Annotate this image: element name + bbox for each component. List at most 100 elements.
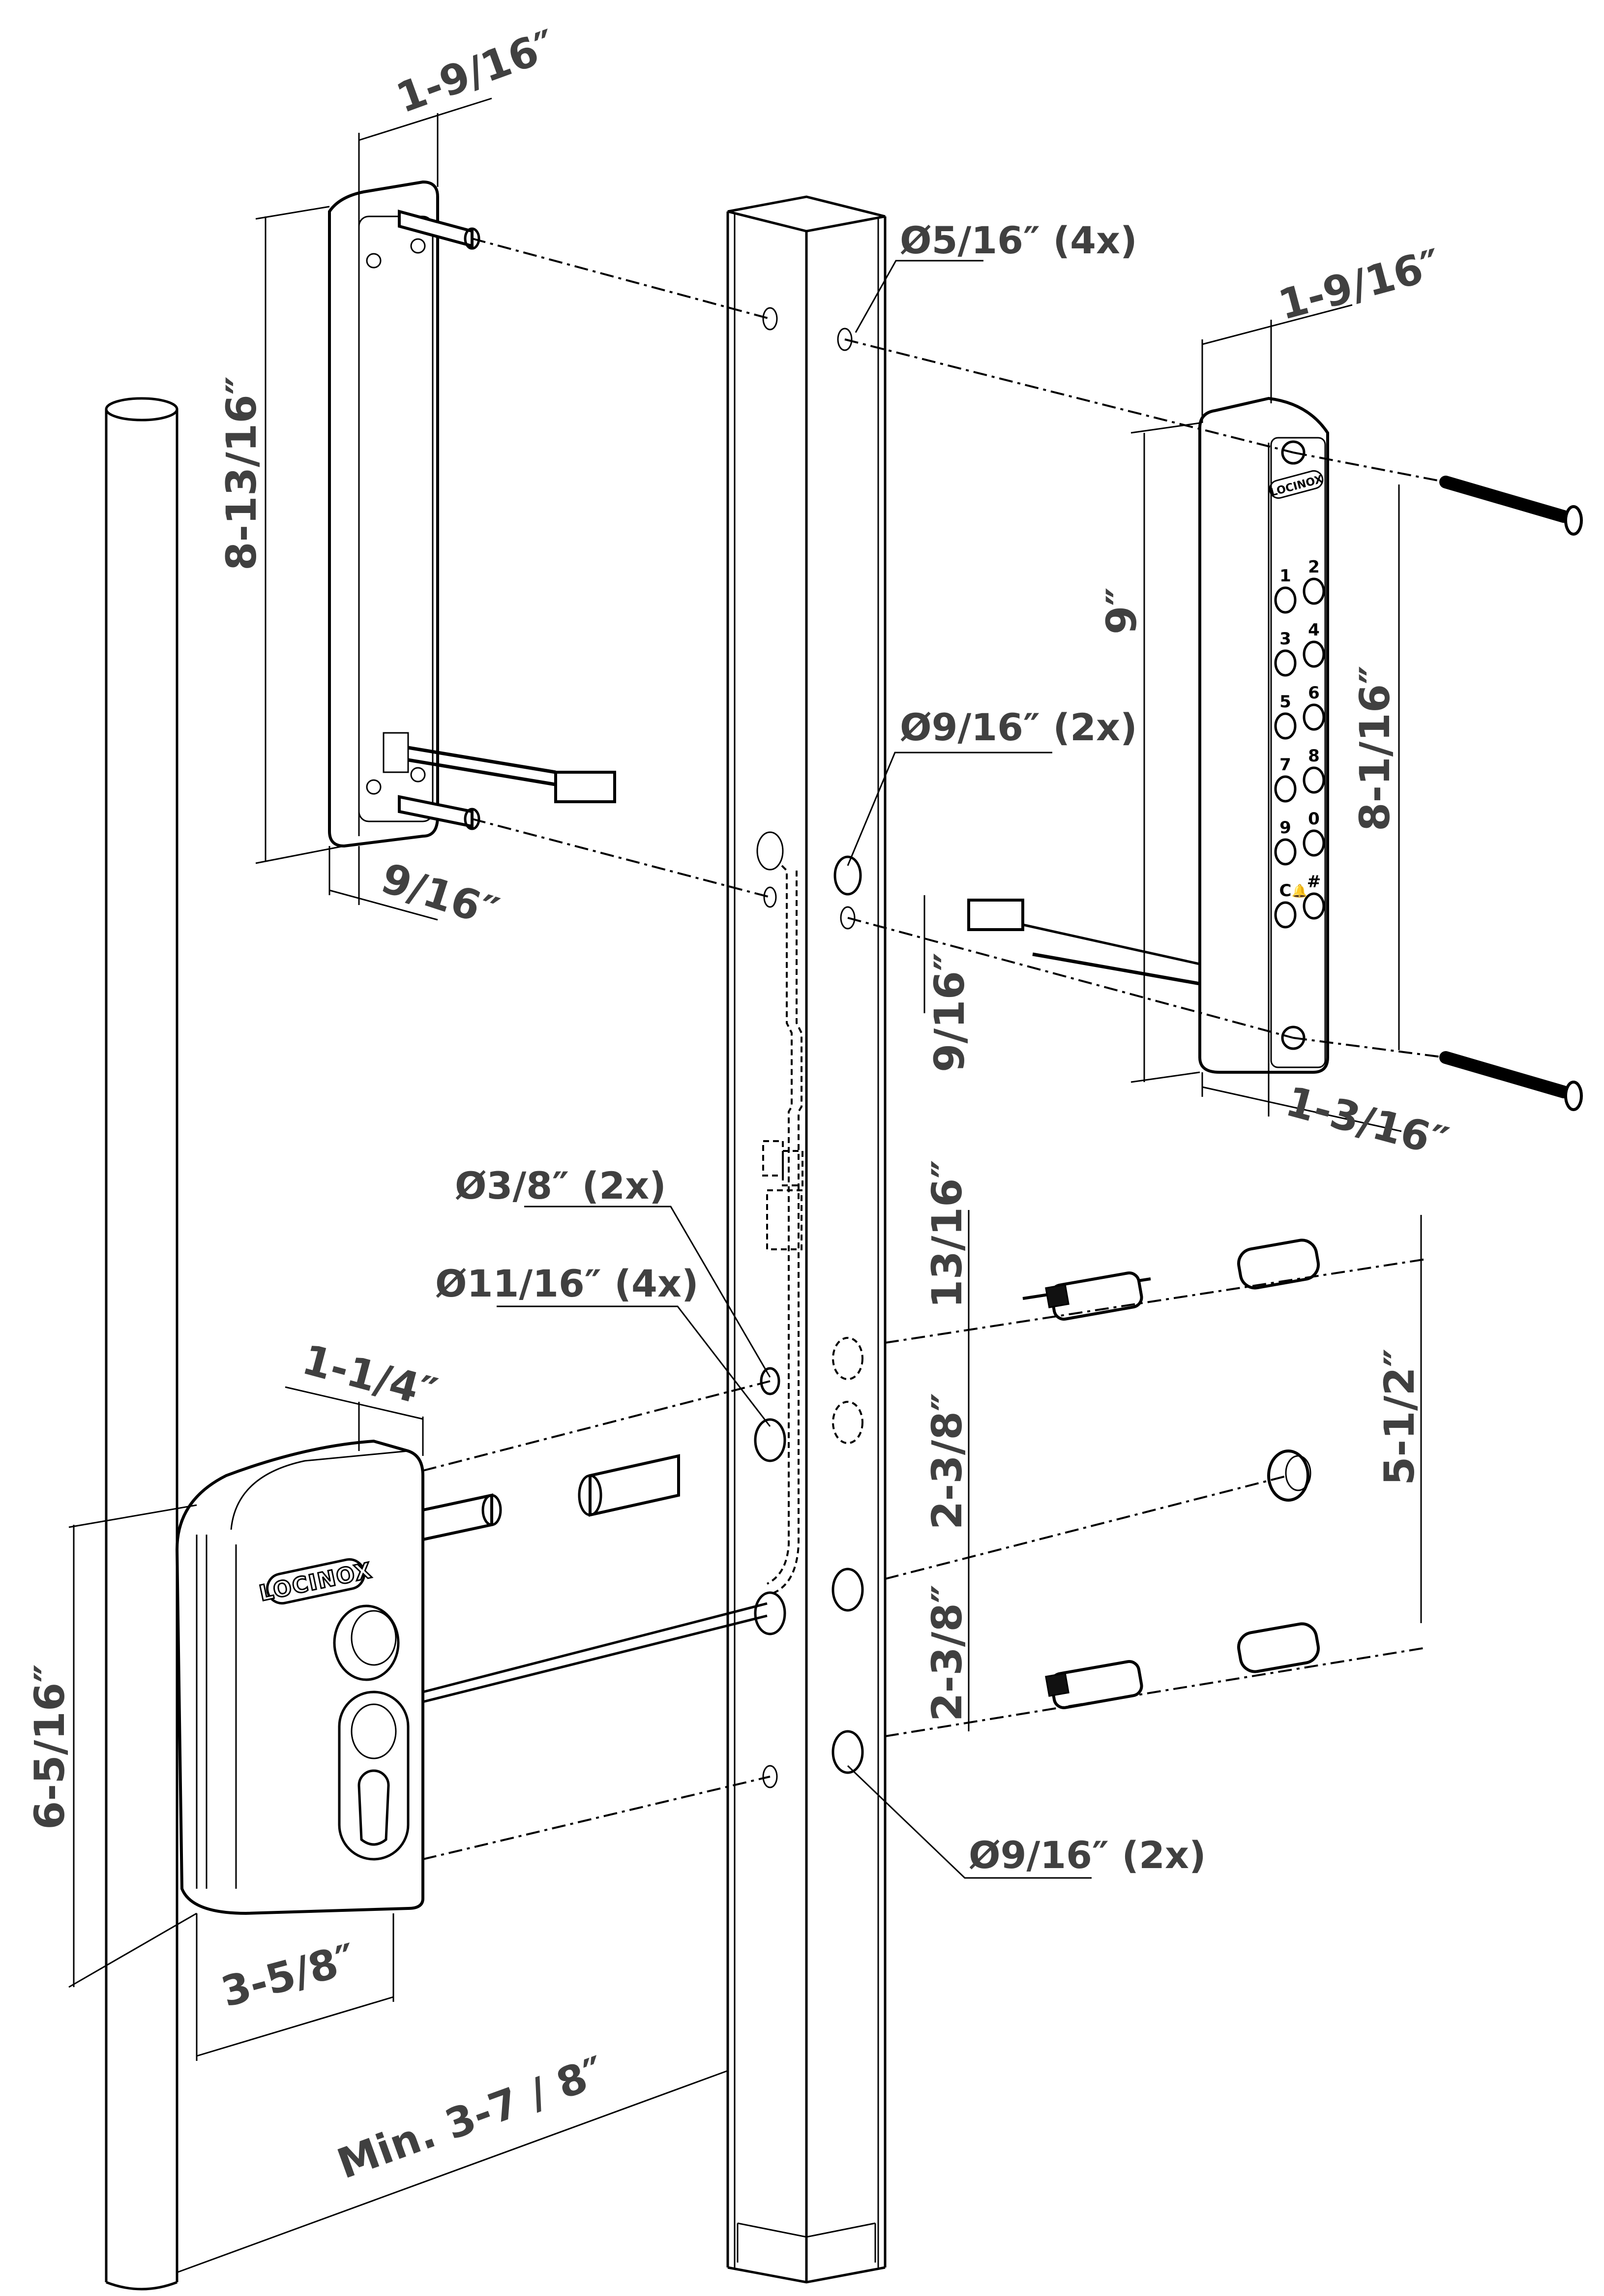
keypad-key-label: # <box>1307 872 1321 892</box>
dim-keypad-width: 1-3/16″ <box>1281 1077 1454 1167</box>
keypad-key-label: 7 <box>1279 755 1291 775</box>
keypad-key-button <box>1303 640 1325 668</box>
keypad-key-2: 2 <box>1303 557 1325 605</box>
callout-hole-9-16-top: Ø9/16″ (2x) <box>900 705 1137 749</box>
keypad-key-label: 8 <box>1308 746 1320 766</box>
keypad-key-label: 1 <box>1279 566 1291 586</box>
screw-hole-icon <box>1281 1026 1306 1050</box>
mounting-hardware <box>578 1239 1320 1709</box>
hole <box>832 1337 863 1380</box>
keypad-key-button <box>1303 892 1325 920</box>
dim-plate-depth: 1-9/16″ <box>390 20 562 122</box>
center-lines <box>422 238 1446 1860</box>
keypad-key-button <box>1274 649 1297 677</box>
bell-icon: 🔔 <box>1292 884 1307 899</box>
screw-icon <box>366 253 382 269</box>
hole <box>762 307 778 331</box>
hole <box>832 1401 863 1444</box>
hole <box>754 1591 786 1635</box>
keypad-key-8: 8 <box>1303 746 1325 794</box>
keypad-key-4: 4 <box>1303 620 1325 668</box>
dim-lock-depth: 1-1/4″ <box>297 1335 442 1418</box>
hole <box>837 328 853 351</box>
keypad-key-c: C <box>1274 881 1297 929</box>
keypad-key-button <box>1274 775 1297 803</box>
hole <box>754 1418 786 1462</box>
hole <box>833 855 862 896</box>
keypad-key-3: 3 <box>1274 629 1297 677</box>
hole <box>763 886 777 908</box>
screw-hole-icon <box>1281 440 1306 465</box>
lock-body: LOCINOX <box>175 1439 768 1915</box>
screw-icon <box>410 238 426 254</box>
dim-keypad-hole-spacing: 8-1/16″ <box>1351 665 1399 831</box>
dim-lock-height: 6-5/16″ <box>26 1664 74 1830</box>
dim-cable-hole-offset: 9/16″ <box>925 952 974 1072</box>
keypad-key-label: 4 <box>1308 620 1320 640</box>
dim-spacing-2: 2-3/8″ <box>923 1585 971 1722</box>
dim-plate-offset: 9/16″ <box>376 854 505 937</box>
keypad-key-button <box>1274 901 1297 929</box>
keypad-bolts <box>1439 476 1583 1111</box>
keypad-key-button <box>1274 712 1297 740</box>
dim-top-offset: 13/16″ <box>923 1160 971 1308</box>
cylinder-housing <box>338 1691 410 1861</box>
keypad-key-button <box>1303 766 1325 794</box>
threaded-end-icon <box>1045 1672 1069 1697</box>
handle-socket-icon <box>333 1604 400 1681</box>
callout-labels: Ø5/16″ (4x) Ø9/16″ (2x) Ø3/8″ (2x) Ø11/1… <box>435 218 1206 1877</box>
callout-leaders <box>497 260 1092 1879</box>
keypad-key-5: 5 <box>1274 692 1297 740</box>
dim-keypad-height: 9″ <box>1098 587 1146 634</box>
callout-hole-9-16-bottom: Ø9/16″ (2x) <box>969 1833 1206 1877</box>
sleeve-icon <box>1237 1622 1320 1673</box>
keypad-key-1: 1 <box>1274 566 1297 614</box>
keypad-key-0: 0 <box>1303 809 1325 857</box>
hole <box>760 1367 780 1395</box>
dim-total-spacing: 5-1/2″ <box>1375 1349 1424 1485</box>
hole <box>840 906 856 930</box>
threaded-end-icon <box>1045 1284 1069 1308</box>
gate-profile <box>726 195 887 2284</box>
keypad-key-label: 3 <box>1279 629 1291 649</box>
keypad-key-label: 6 <box>1308 683 1320 703</box>
callout-hole-11-16: Ø11/16″ (4x) <box>435 1262 699 1305</box>
keypad-key-label: C <box>1279 881 1292 901</box>
hole <box>832 1730 864 1774</box>
hole <box>756 831 784 871</box>
screw-icon <box>410 767 426 783</box>
keypad-key-button <box>1303 577 1325 605</box>
keypad-key-label: 2 <box>1308 557 1320 577</box>
keypad-key-hash: # <box>1303 872 1325 920</box>
callout-hole-5-16: Ø5/16″ (4x) <box>900 218 1137 262</box>
hole <box>762 1765 778 1788</box>
dimension-lines <box>68 97 1422 2273</box>
round-post <box>105 397 178 2291</box>
rear-mounting-plate <box>328 180 616 848</box>
connector-icon <box>554 771 616 803</box>
keypad-key-label: 9 <box>1279 818 1291 838</box>
keypad-key-7: 7 <box>1274 755 1297 803</box>
dim-min-distance: Min. 3-7 / 8″ <box>331 2047 611 2188</box>
dim-keypad-depth: 1-9/16″ <box>1274 240 1446 329</box>
hole <box>832 1568 864 1612</box>
keypad-key-label: 0 <box>1308 809 1320 829</box>
keypad-key-6: 6 <box>1303 683 1325 731</box>
connector-icon <box>967 899 1024 931</box>
key-cylinder-icon <box>357 1769 390 1846</box>
keypad-key-button <box>1303 829 1325 857</box>
cap-icon <box>1267 1450 1309 1502</box>
keypad-key-label: 5 <box>1279 692 1291 712</box>
screw-icon <box>366 779 382 795</box>
keypad-key-9: 9 <box>1274 818 1297 866</box>
keypad-key-button <box>1274 838 1297 866</box>
callout-hole-3-8: Ø3/8″ (2x) <box>455 1164 666 1208</box>
sleeve-icon <box>1237 1239 1320 1290</box>
dim-spacing-1: 2-3/8″ <box>923 1393 971 1530</box>
keypad-key-button <box>1274 586 1297 614</box>
keypad-key-button <box>1303 703 1325 731</box>
dim-lock-width: 3-5/8″ <box>216 1934 361 2017</box>
